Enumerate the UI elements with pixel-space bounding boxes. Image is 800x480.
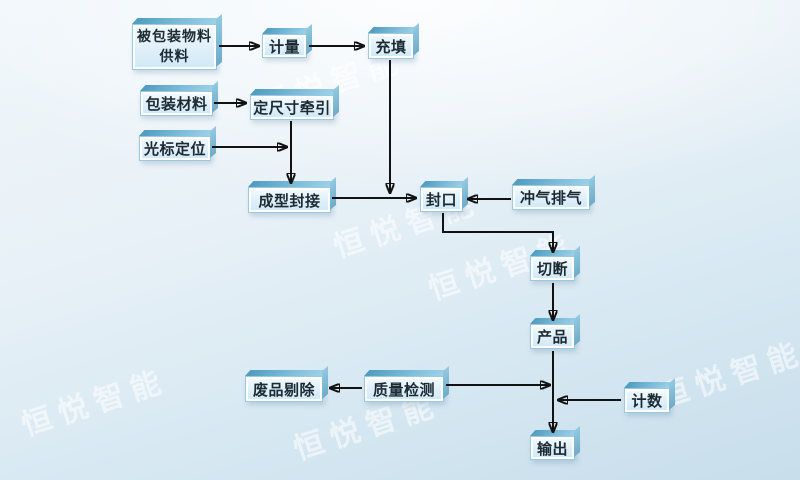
node-gas: 冲气排气 [512, 185, 590, 210]
node-seal: 封口 [420, 187, 463, 212]
node-output: 输出 [530, 436, 575, 460]
node-material: 包装材料 [140, 91, 213, 116]
node-supply-line1: 被包装物料 [137, 28, 212, 45]
node-cursor: 光标定位 [139, 136, 211, 161]
node-product: 产品 [530, 324, 575, 349]
node-supply: 被包装物料 供料 [132, 24, 217, 70]
node-cut: 切断 [530, 256, 575, 281]
node-metering: 计量 [262, 34, 307, 58]
node-forming: 成型封接 [248, 187, 331, 213]
node-traction: 定尺寸牵引 [250, 95, 334, 120]
node-filling: 充填 [368, 33, 414, 59]
node-supply-line2: 供料 [159, 49, 190, 65]
node-count: 计数 [624, 388, 670, 413]
arrow-seal-cut [442, 213, 553, 252]
node-waste: 废品剔除 [245, 376, 323, 402]
watermark: 恒悦智能 [17, 363, 173, 444]
node-quality: 质量检测 [364, 376, 444, 402]
